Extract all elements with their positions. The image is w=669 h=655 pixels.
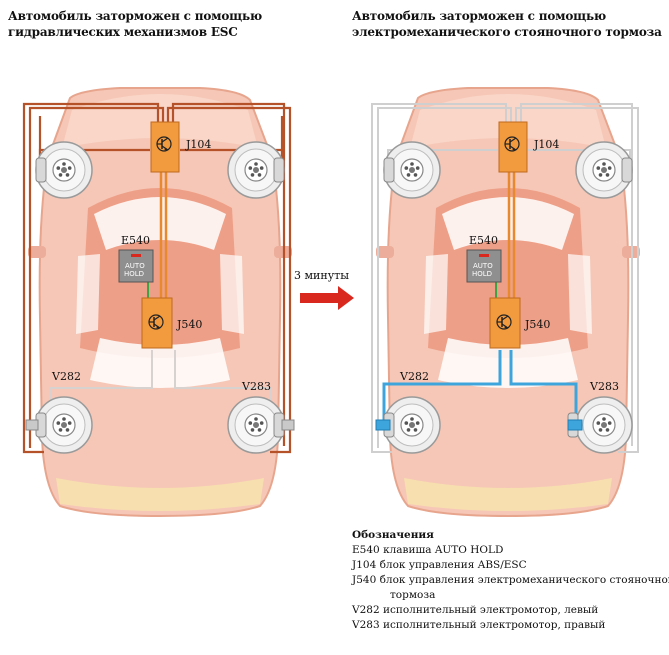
right-j104-unit (498, 121, 528, 173)
left-car: J104 AUTO HOLD E540 J540 V282 V283 (22, 87, 295, 517)
legend-text: клавиша AUTO HOLD (383, 544, 504, 556)
right-v283-label: V283 (589, 380, 619, 393)
right-title-line1: Автомобиль заторможен с помощью (352, 9, 607, 23)
right-hold-text: HOLD (472, 270, 492, 278)
left-hold-text: HOLD (124, 270, 144, 278)
legend-code: J104 (352, 559, 377, 571)
legend-code: E540 (352, 544, 380, 556)
legend-item-v282: V282 исполнительный электромотор, левый (352, 603, 664, 618)
right-car: J104 AUTO HOLD E540 J540 V282 V283 (371, 87, 641, 517)
legend-text-cont: тормоза (390, 589, 436, 601)
right-motor-v283 (567, 419, 583, 431)
legend-text: блок управления ABS/ESC (379, 559, 527, 571)
right-j540-unit (489, 297, 521, 349)
left-auto-text: AUTO (125, 262, 145, 270)
legend-text: исполнительный электромотор, левый (382, 604, 599, 616)
left-j104-label: J104 (185, 138, 211, 151)
left-e540-label: E540 (121, 234, 150, 247)
legend-code: V282 (352, 604, 380, 616)
right-title: Автомобиль заторможен с помощью электром… (352, 8, 662, 40)
left-j104-unit (150, 121, 180, 173)
left-motor-v282 (25, 419, 39, 431)
right-disc-rr (575, 396, 633, 454)
legend-code: V283 (352, 619, 380, 631)
legend-item-j104: J104 блок управления ABS/ESC (352, 558, 664, 573)
legend-item-e540: E540 клавиша AUTO HOLD (352, 543, 664, 558)
left-motor-v283 (281, 419, 295, 431)
legend: Обозначения E540 клавиша AUTO HOLD J104 … (352, 528, 669, 633)
right-j104-label: J104 (533, 138, 559, 151)
brake-diagram: J104 AUTO HOLD E540 J540 V282 V283 3 мин… (22, 87, 641, 517)
legend-text: исполнительный электромотор, правый (382, 619, 606, 631)
left-title-line2: гидравлических механизмов ESC (8, 25, 238, 39)
legend-text: блок управления электромеханического сто… (379, 574, 669, 586)
right-auto-text: AUTO (473, 262, 493, 270)
transition-label: 3 минуты (294, 269, 349, 282)
right-j540-label: J540 (524, 318, 550, 331)
legend-item-j540: J540 блок управления электромеханическог… (352, 573, 669, 603)
legend-item-v283: V283 исполнительный электромотор, правый (352, 618, 664, 633)
left-j540-label: J540 (176, 318, 202, 331)
right-electric-lines (382, 350, 578, 425)
right-v282-label: V282 (399, 370, 429, 383)
left-v282-label: V282 (51, 370, 81, 383)
right-e540-label: E540 (469, 234, 498, 247)
left-j540-unit (141, 297, 173, 349)
transition-arrow (300, 286, 354, 310)
right-motor-v282 (375, 419, 391, 431)
legend-heading: Обозначения (352, 529, 434, 541)
left-title: Автомобиль заторможен с помощью гидравли… (8, 8, 262, 40)
legend-code: J540 (352, 574, 377, 586)
right-title-line2: электромеханического стояночного тормоза (352, 25, 662, 39)
left-title-line1: Автомобиль заторможен с помощью (8, 9, 263, 23)
left-v283-label: V283 (241, 380, 271, 393)
